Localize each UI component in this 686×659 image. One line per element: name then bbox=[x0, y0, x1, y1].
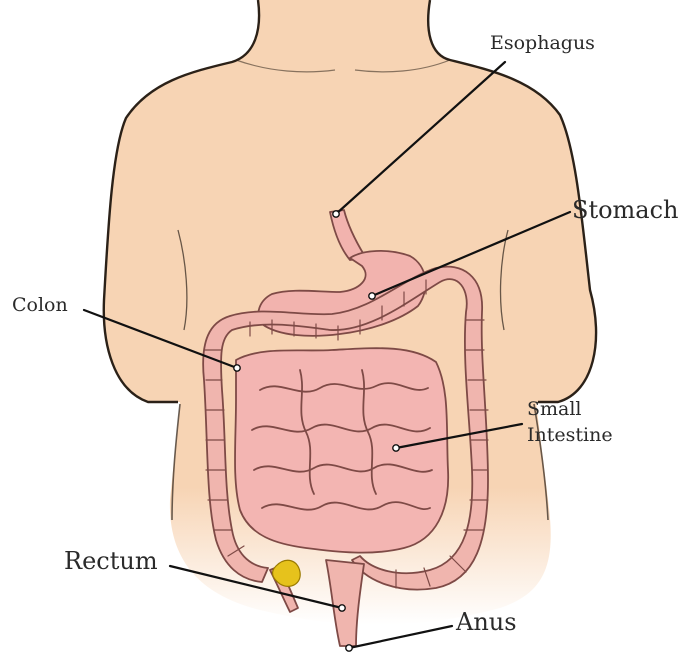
anus-leader bbox=[349, 626, 452, 648]
esophagus-dot bbox=[333, 211, 339, 217]
label-small-intestine-line1: Small bbox=[527, 400, 582, 420]
small-intestine-shape bbox=[235, 348, 448, 552]
small-intestine-dot bbox=[393, 445, 399, 451]
label-small-intestine-line2: Intestine bbox=[527, 426, 613, 446]
label-esophagus: Esophagus bbox=[490, 34, 595, 54]
stomach-dot bbox=[369, 293, 375, 299]
label-stomach: Stomach bbox=[572, 198, 679, 223]
label-rectum: Rectum bbox=[64, 549, 158, 574]
colon-dot bbox=[234, 365, 240, 371]
rectum-dot bbox=[339, 605, 345, 611]
label-anus: Anus bbox=[456, 610, 517, 635]
label-colon: Colon bbox=[12, 296, 68, 316]
anus-dot bbox=[346, 645, 352, 651]
